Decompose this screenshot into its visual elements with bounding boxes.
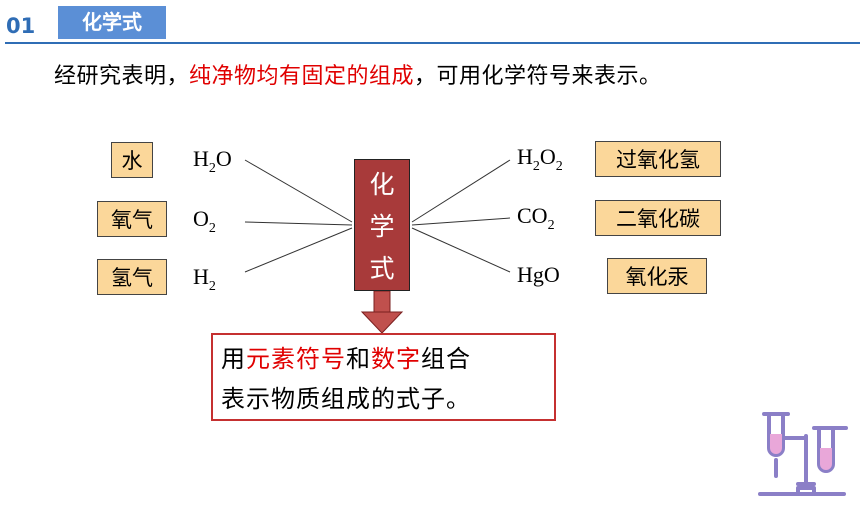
- formula-carbon-dioxide: CO2: [517, 203, 555, 233]
- line-hydrogen: [244, 227, 353, 273]
- intro-part1: 经研究表明，: [54, 64, 190, 89]
- down-arrow-icon: [360, 290, 404, 334]
- line-oxygen: [244, 221, 353, 226]
- section-title: 化学式: [58, 6, 166, 39]
- definition-box: 用元素符号和数字组合 表示物质组成的式子。: [211, 333, 556, 421]
- center-char-2: 学: [369, 212, 395, 241]
- name-hydrogen-peroxide: 过氧化氢: [595, 141, 721, 177]
- intro-sentence: 经研究表明，纯净物均有固定的组成，可用化学符号来表示。: [54, 58, 662, 90]
- name-oxygen: 氧气: [97, 201, 167, 237]
- lab-test-tubes-icon: [758, 412, 848, 496]
- line-h2o2: [411, 159, 511, 223]
- section-number: 01: [6, 14, 36, 38]
- formula-mercury-oxide: HgO: [517, 262, 560, 287]
- formula-water: H2O: [193, 146, 232, 176]
- line-co2: [411, 217, 511, 226]
- center-char-3: 式: [369, 254, 395, 283]
- line-water: [244, 159, 353, 223]
- intro-highlight: 纯净物均有固定的组成: [189, 64, 415, 89]
- header-rule: [5, 42, 860, 44]
- name-hydrogen: 氢气: [97, 259, 167, 295]
- intro-part2: ，可用化学符号来表示。: [414, 64, 662, 89]
- center-char-1: 化: [369, 170, 395, 199]
- formula-hydrogen-peroxide: H2O2: [517, 144, 563, 174]
- name-mercury-oxide: 氧化汞: [607, 258, 707, 294]
- definition-line-1: 用元素符号和数字组合: [221, 345, 471, 373]
- formula-oxygen: O2: [193, 206, 216, 236]
- center-chemical-formula-box: 化 学 式: [354, 159, 410, 291]
- name-carbon-dioxide: 二氧化碳: [595, 200, 721, 236]
- line-hgo: [411, 227, 511, 273]
- name-water: 水: [111, 142, 153, 178]
- definition-line-2: 表示物质组成的式子。: [221, 385, 471, 413]
- formula-hydrogen: H2: [193, 264, 216, 294]
